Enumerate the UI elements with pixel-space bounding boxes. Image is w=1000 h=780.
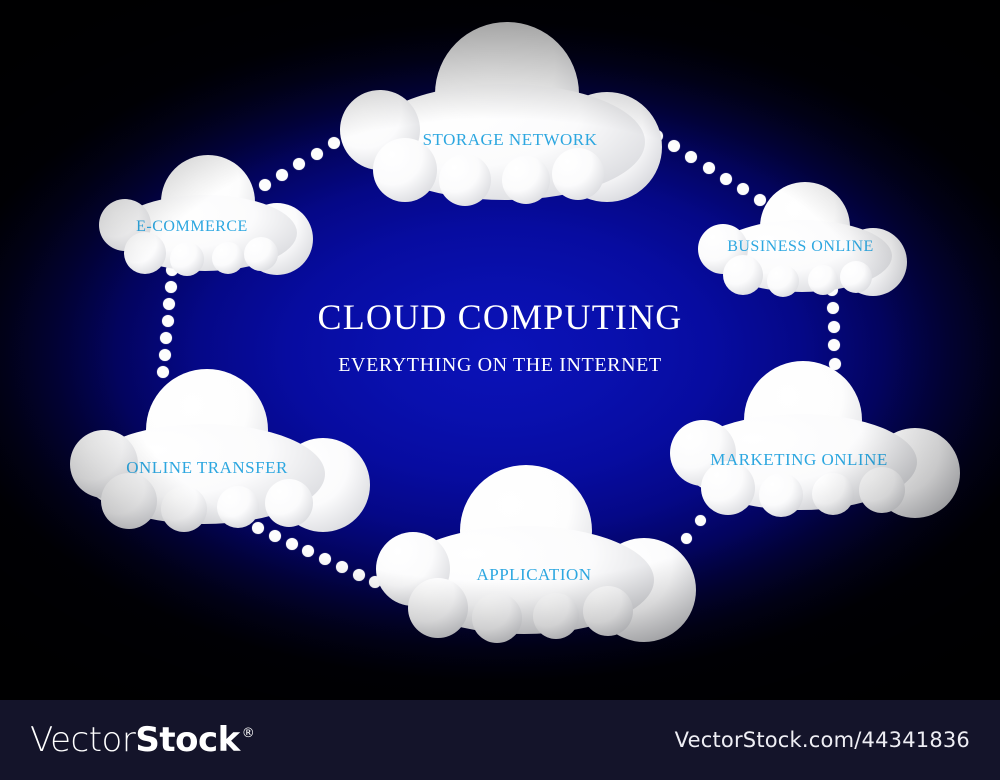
connector-dot — [335, 560, 348, 573]
cloud-business-online[interactable]: BUSINESS ONLINE — [695, 182, 920, 297]
footer-url-text: VectorStock.com/44341836 — [674, 728, 970, 752]
connector-dot — [285, 537, 298, 550]
brand-name-bold: Stock — [135, 720, 240, 760]
cloud-e-commerce[interactable]: E-COMMERCE — [95, 155, 325, 276]
cloud-application[interactable]: APPLICATION — [376, 465, 718, 643]
connector-dot — [161, 315, 174, 327]
cloud-shape-application — [376, 465, 696, 643]
cloud-storage-network[interactable]: STORAGE NETWORK — [330, 22, 690, 206]
brand-name-light: Vector — [30, 720, 136, 760]
cloud-shape-online-transfer — [70, 369, 370, 532]
connector-dot — [352, 568, 365, 581]
connector-dot — [158, 349, 171, 361]
connector-dot — [828, 339, 841, 352]
registered-trademark-icon: ® — [241, 726, 255, 741]
connector-dot — [826, 302, 839, 315]
connector-dot — [164, 281, 177, 293]
cloud-shape-storage-network — [340, 22, 662, 206]
cloud-online-transfer[interactable]: ONLINE TRANSFER — [70, 369, 372, 535]
connector-dot — [302, 545, 315, 558]
page-title: CLOUD COMPUTING — [317, 297, 683, 337]
connector-dot — [702, 161, 715, 174]
connector-dot — [319, 553, 331, 565]
connector-dot — [160, 332, 172, 344]
connector-dot — [827, 320, 840, 333]
cloud-shape-business-online — [698, 182, 907, 297]
artwork-canvas: STORAGE NETWORK — [0, 0, 1000, 700]
connector-dot — [163, 298, 175, 310]
cloud-shape-e-commerce — [99, 155, 313, 276]
